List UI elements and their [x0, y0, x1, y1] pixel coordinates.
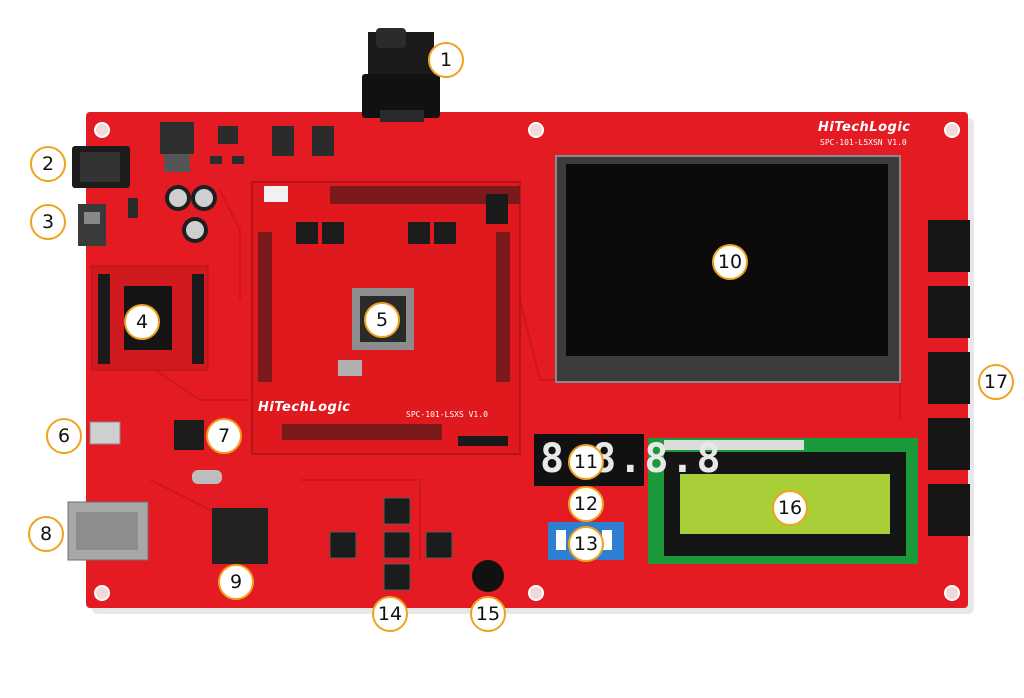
callout-10: 10 — [712, 244, 748, 280]
board-label: SPC-101-L5XSN V1.0 — [820, 138, 907, 147]
mounting-holes — [94, 122, 960, 601]
mini-usb-port — [89, 421, 121, 445]
callout-7: 7 — [206, 418, 242, 454]
module-brand: HiTechLogic — [258, 400, 351, 415]
callout-6: 6 — [46, 418, 82, 454]
ethernet-jack — [67, 501, 149, 561]
module-label: SPC-101-LSXS V1.0 — [406, 410, 488, 419]
usb-uart-chip — [174, 420, 204, 450]
pmod-connectors — [928, 220, 970, 536]
board-brand: HiTechLogic — [818, 120, 911, 135]
callout-14: 14 — [372, 596, 408, 632]
power-switch — [78, 204, 106, 246]
callout-8: 8 — [28, 516, 64, 552]
callout-17: 17 — [978, 364, 1014, 400]
power-jack — [72, 146, 130, 188]
callout-11: 11 — [568, 444, 604, 480]
callout-9: 9 — [218, 564, 254, 600]
callout-1: 1 — [428, 42, 464, 78]
buzzer — [472, 560, 504, 592]
ethernet-controller-chip — [212, 508, 268, 564]
callout-12: 12 — [568, 486, 604, 522]
callout-4: 4 — [124, 304, 160, 340]
callout-16: 16 — [772, 490, 808, 526]
camera-module — [362, 28, 440, 122]
callout-2: 2 — [30, 146, 66, 182]
capacitors — [165, 185, 217, 243]
callout-5: 5 — [364, 302, 400, 338]
push-buttons — [329, 497, 453, 591]
callout-13: 13 — [568, 526, 604, 562]
callout-3: 3 — [30, 204, 66, 240]
callout-15: 15 — [470, 596, 506, 632]
